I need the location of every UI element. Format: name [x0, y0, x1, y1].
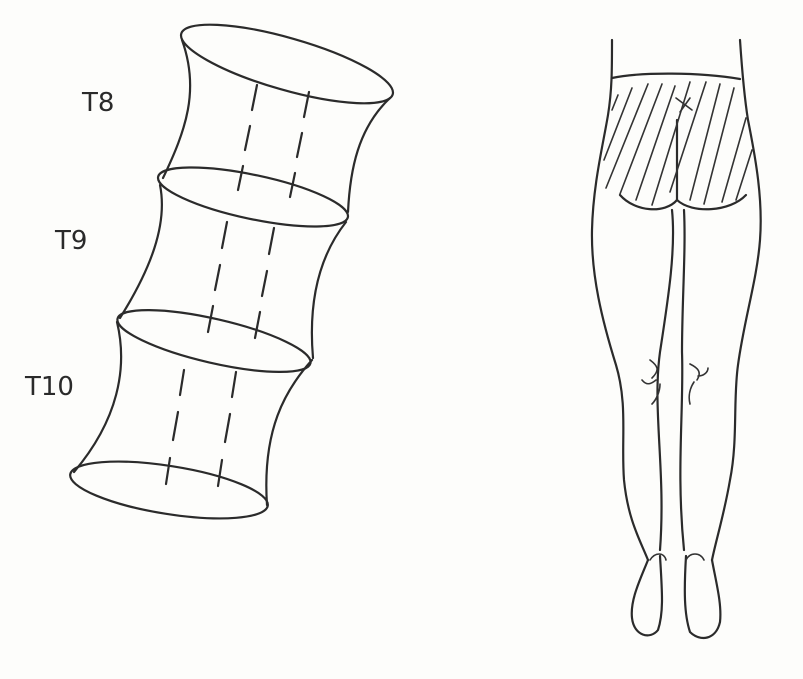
left-heel [650, 554, 666, 560]
right-heel [686, 554, 704, 560]
right-leg-outline [712, 40, 761, 560]
left-inner-leg [657, 210, 673, 550]
waist-line [612, 74, 740, 79]
right-inner-leg [680, 210, 684, 550]
label-t10: T10 [24, 372, 74, 402]
t8-top-endplate [174, 9, 400, 120]
vertebra-t10 [66, 297, 315, 529]
label-t9: T9 [54, 226, 87, 256]
right-foot [685, 556, 721, 638]
left-gluteal-fold [620, 195, 677, 209]
vertebra-t9 [120, 155, 352, 358]
t9-right-wall [312, 222, 346, 358]
t9-left-wall [120, 185, 162, 318]
t8-left-wall [163, 40, 190, 178]
t10-left-wall [74, 322, 121, 472]
spine-column: T8 T9 T10 [24, 9, 400, 530]
t8-right-wall [348, 98, 390, 212]
body-posterior-view [592, 40, 761, 638]
left-foot [632, 556, 662, 635]
label-t8: T8 [81, 88, 114, 118]
t8-dashed-line-right [290, 92, 309, 197]
t9-top-endplate [154, 155, 353, 238]
right-knee-crease [689, 364, 708, 404]
t10-top-endplate [113, 297, 316, 384]
t9-dashed-line-left [208, 222, 227, 332]
t10-right-wall [266, 360, 312, 505]
right-gluteal-fold [677, 195, 746, 209]
t10-dashed-line-right [218, 372, 236, 486]
t9-dashed-line-right [255, 228, 274, 338]
